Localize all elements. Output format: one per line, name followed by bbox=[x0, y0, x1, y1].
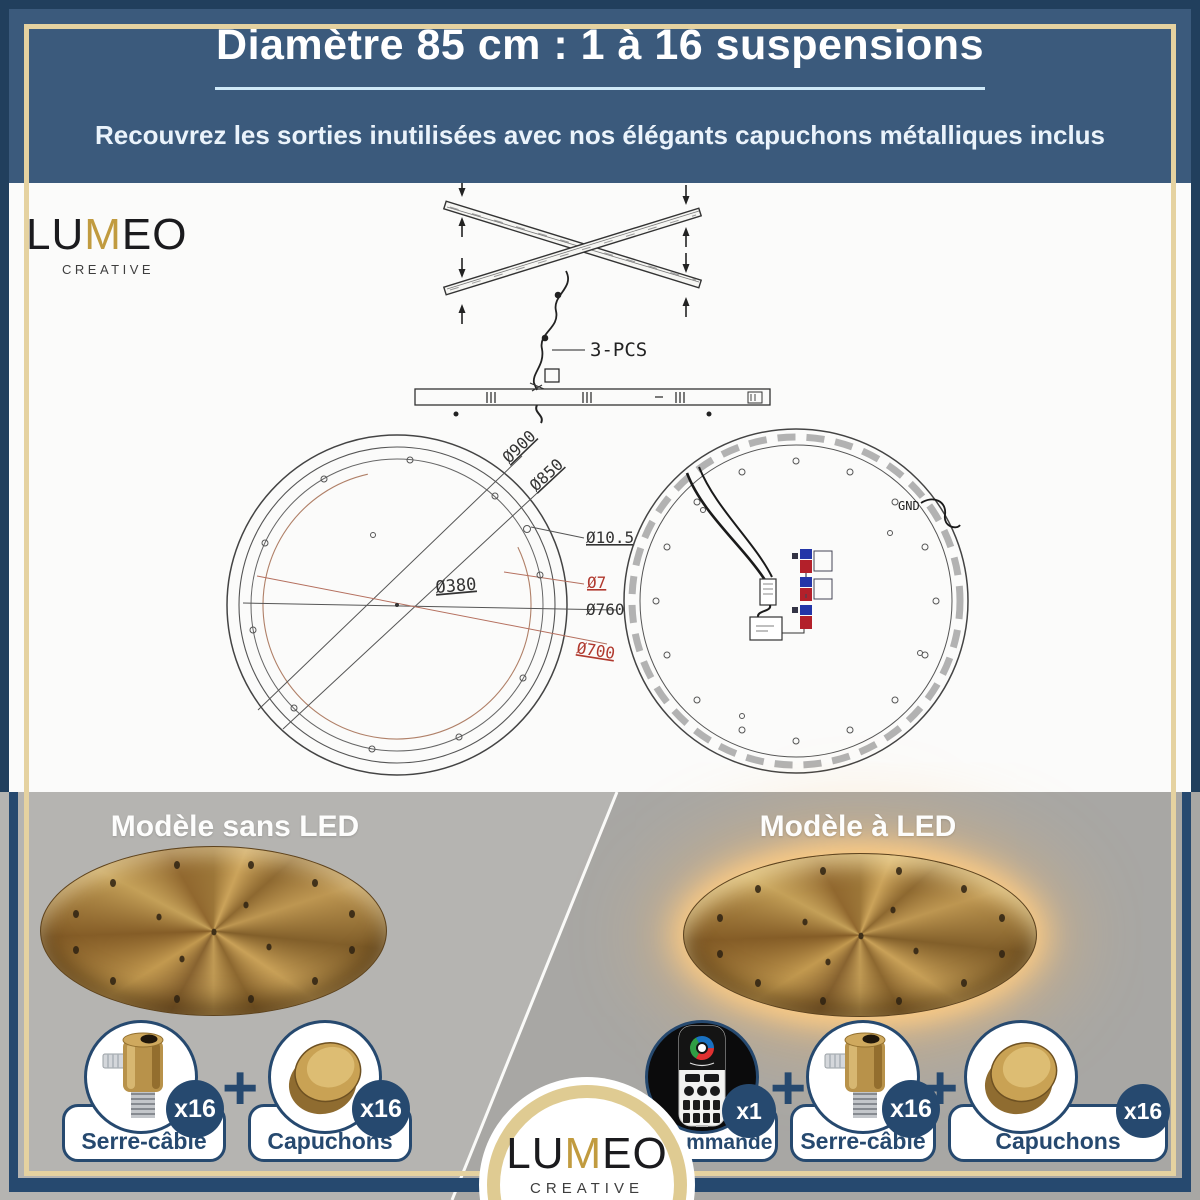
plus-sign: + bbox=[770, 1054, 807, 1123]
kit-label: Capuchons bbox=[995, 1128, 1121, 1154]
canopy-wiring-drawing bbox=[623, 428, 969, 774]
count-badge: x16 bbox=[882, 1080, 940, 1138]
disc-holes bbox=[73, 861, 355, 1003]
technical-section: LUMEO CREATIVE bbox=[0, 183, 1200, 792]
count-badge: x1 bbox=[722, 1084, 776, 1138]
kit-label: Capuchons bbox=[267, 1128, 393, 1154]
dim-label-760: Ø760 bbox=[586, 600, 625, 619]
canopy-dimensions-drawing bbox=[226, 434, 617, 776]
kit-photo-serre-cable-right bbox=[806, 1020, 920, 1134]
dim-label-900: Ø900 bbox=[499, 426, 540, 466]
cap-image bbox=[288, 1042, 362, 1115]
brand-m-gold: M bbox=[84, 210, 122, 259]
canopy-disc-no-led bbox=[40, 846, 387, 1016]
dim-label-7: Ø7 bbox=[587, 573, 606, 592]
brand-eo: EO bbox=[121, 210, 188, 259]
dim-label-850: Ø850 bbox=[526, 455, 567, 495]
cable-gland-image bbox=[102, 1032, 164, 1118]
canopy-side-view-drawing bbox=[414, 382, 771, 417]
diagonal-divider bbox=[450, 792, 619, 1200]
remote-control-image bbox=[678, 1025, 726, 1127]
ceiling-bracket-drawing bbox=[442, 200, 703, 296]
gnd-label: GND bbox=[898, 499, 920, 513]
brand-eo: EO bbox=[602, 1129, 668, 1178]
cap-image bbox=[984, 1042, 1058, 1115]
kit-label: Serre-câble bbox=[800, 1128, 926, 1154]
suspension-cable-drawing bbox=[532, 270, 585, 424]
dim-label-380: Ø380 bbox=[435, 574, 478, 597]
technical-drawing: 3-PCS bbox=[226, 183, 969, 776]
banner: Diamètre 85 cm : 1 à 16 suspensions Reco… bbox=[0, 0, 1200, 183]
kit-photo-serre-cable-left bbox=[84, 1020, 198, 1134]
banner-subtitle: Recouvrez les sorties inutilisées avec n… bbox=[94, 120, 1106, 150]
brand-logo-bottom: LUMEO CREATIVE bbox=[467, 1132, 707, 1197]
brand-wordmark: LUMEO bbox=[26, 213, 187, 257]
brand-lu: LU bbox=[506, 1129, 565, 1178]
brand-tagline: CREATIVE bbox=[62, 262, 155, 277]
brand-m-gold: M bbox=[564, 1129, 603, 1178]
model-right-title: Modèle à LED bbox=[759, 810, 957, 843]
brand-logo-top: LUMEO CREATIVE bbox=[26, 213, 187, 277]
kit-card-capuchons-left: Capuchons bbox=[248, 1104, 412, 1162]
dim-label-105: Ø10.5 bbox=[586, 528, 634, 547]
count-badge: x16 bbox=[166, 1080, 224, 1138]
plus-sign: + bbox=[922, 1054, 959, 1123]
banner-underline bbox=[215, 87, 985, 90]
banner-title: Diamètre 85 cm : 1 à 16 suspensions bbox=[216, 21, 984, 69]
count-badge: x16 bbox=[1116, 1084, 1170, 1138]
model-left-title: Modèle sans LED bbox=[110, 810, 360, 843]
brand-wordmark: LUMEO bbox=[467, 1132, 707, 1176]
kit-label: Serre-câble bbox=[81, 1128, 207, 1154]
brand-lu: LU bbox=[26, 210, 85, 259]
disc-holes bbox=[717, 867, 1005, 1005]
cable-gland-image bbox=[824, 1032, 886, 1118]
dim-label-700: Ø700 bbox=[575, 638, 616, 663]
plus-sign: + bbox=[222, 1054, 259, 1123]
brand-tagline: CREATIVE bbox=[530, 1180, 644, 1197]
count-badge: x16 bbox=[352, 1080, 410, 1138]
canopy-disc-led bbox=[683, 853, 1037, 1017]
kit-photo-capuchons-left bbox=[268, 1020, 382, 1134]
kit-photo-capuchons-right bbox=[964, 1020, 1078, 1134]
pcs-label: 3-PCS bbox=[590, 339, 647, 361]
